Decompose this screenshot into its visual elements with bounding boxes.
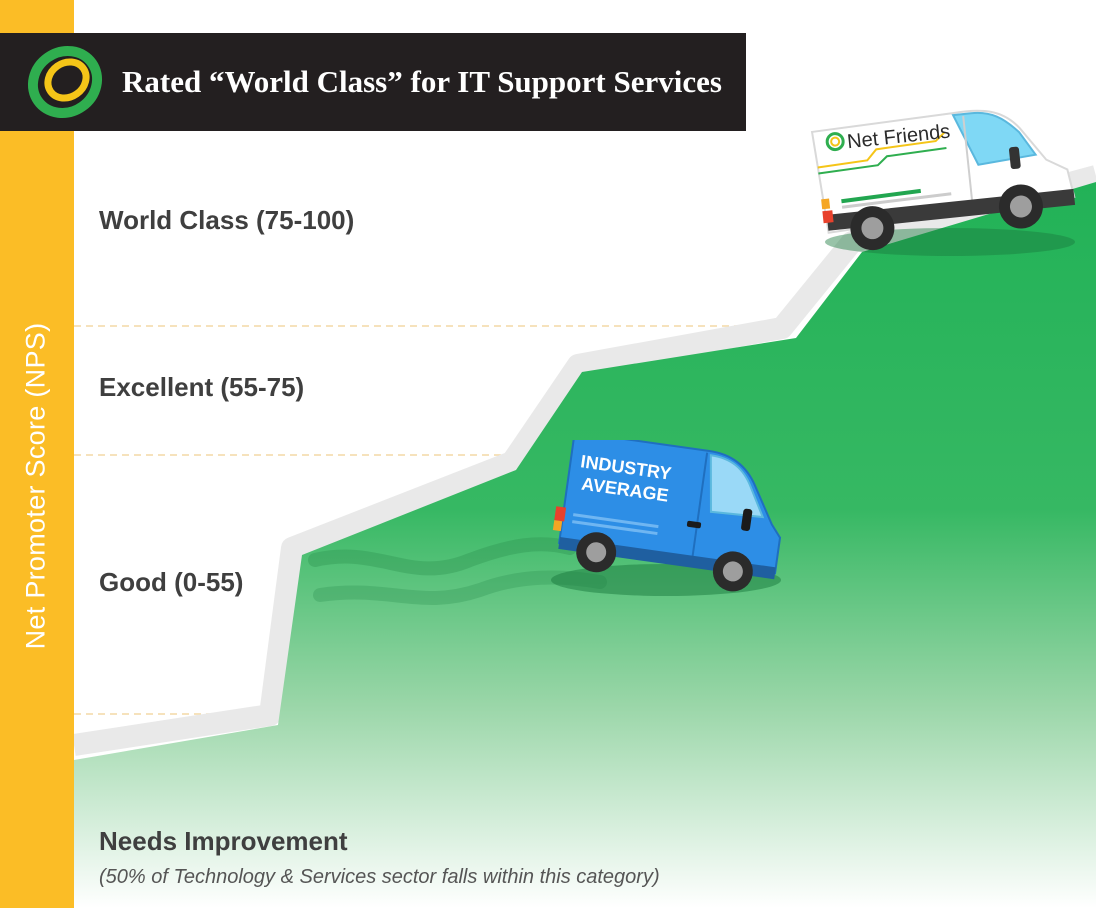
white-van-icon: Net Friends [810,109,1076,256]
ring-logo-icon [27,45,103,119]
band-note: (50% of Technology & Services sector fal… [99,866,660,888]
y-axis-bar [0,0,74,908]
band-label-excellent: Excellent (55-75) [99,372,305,402]
hill-edge [72,165,1096,756]
band-label-needs-improvement: Needs Improvement [99,826,348,856]
band-label-world-class: World Class (75-100) [99,205,355,235]
y-axis-label: Net Promoter Score (NPS) [20,322,51,650]
blue-van-icon: INDUSTRY AVERAGE [551,440,782,596]
title-banner: Rated “World Class” for IT Support Servi… [0,33,746,131]
banner-title: Rated “World Class” for IT Support Servi… [122,64,722,99]
band-label-good: Good (0-55) [99,567,244,597]
tire-track [308,537,577,576]
